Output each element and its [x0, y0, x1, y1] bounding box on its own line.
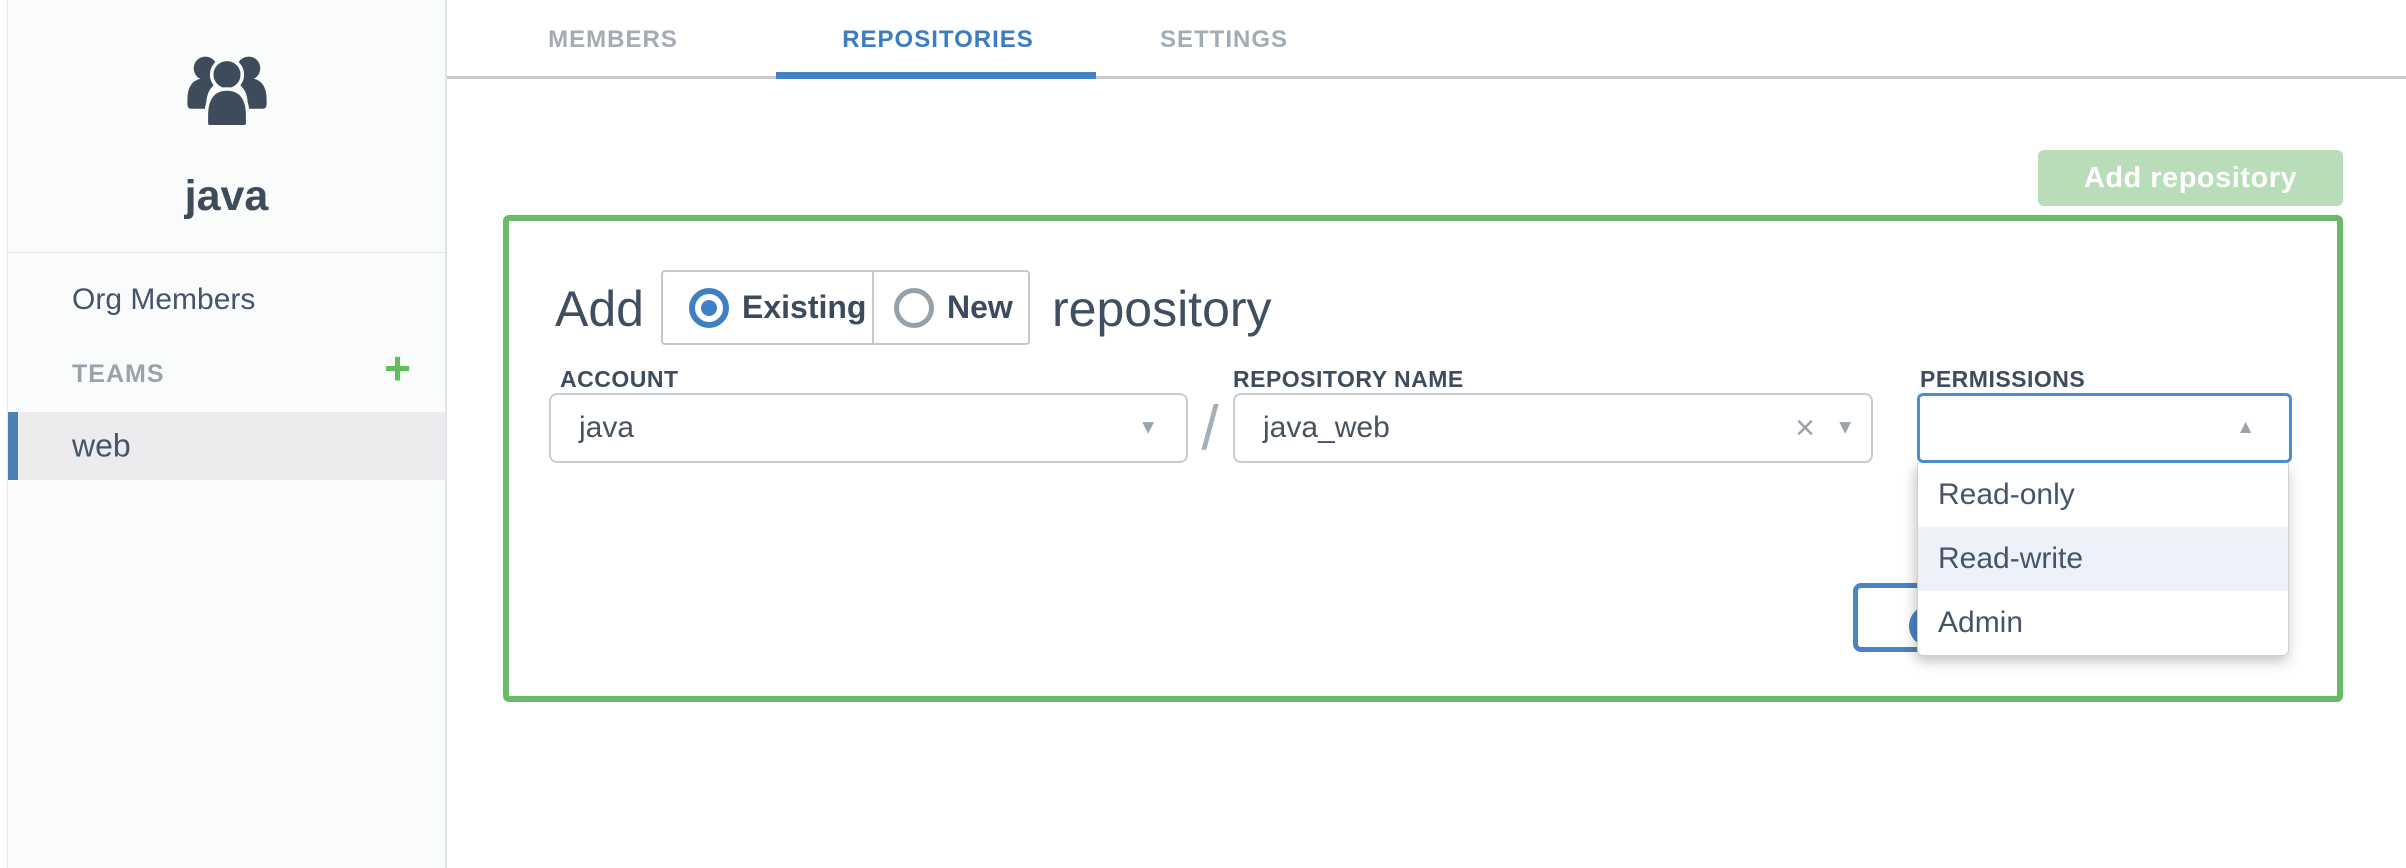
permissions-select[interactable]: ▲: [1917, 393, 2292, 463]
permissions-dropdown: Read-only Read-write Admin: [1917, 463, 2289, 656]
account-repo-separator: /: [1201, 393, 1219, 463]
sidebar-item-team-web[interactable]: web: [8, 412, 445, 480]
permissions-option-read-write[interactable]: Read-write: [1918, 527, 2288, 591]
mode-existing-label: Existing: [742, 289, 867, 325]
panel-heading-suffix: repository: [1052, 281, 1272, 337]
selected-indicator-bar: [8, 412, 18, 480]
clear-selection-icon[interactable]: ×: [1795, 409, 1815, 447]
permissions-field-label: PERMISSIONS: [1920, 366, 2086, 392]
team-row-label: web: [72, 427, 131, 464]
radio-new-unselected[interactable]: [894, 287, 934, 328]
chevron-up-icon[interactable]: ▲: [2236, 417, 2255, 438]
account-select[interactable]: java ▼: [549, 393, 1188, 463]
permissions-option-read-only[interactable]: Read-only: [1938, 478, 2075, 511]
team-name: java: [184, 172, 269, 220]
repository-name-select-value: java_web: [1263, 411, 1390, 444]
tab-settings[interactable]: SETTINGS: [1159, 26, 1289, 53]
tab-repositories[interactable]: REPOSITORIES: [842, 26, 1034, 53]
mode-option-existing[interactable]: Existing: [663, 272, 874, 343]
account-field-label: ACCOUNT: [560, 366, 679, 392]
add-team-plus-icon[interactable]: +: [384, 342, 411, 394]
mode-new-label: New: [947, 289, 1013, 325]
panel-heading-prefix: Add: [555, 281, 644, 337]
tab-bar-divider: [447, 76, 2406, 79]
account-select-value: java: [579, 411, 635, 444]
team-header: java: [8, 0, 445, 253]
chevron-down-icon[interactable]: ▼: [1138, 416, 1158, 439]
repository-mode-toggle: Existing New: [661, 270, 1030, 345]
repository-name-field-label: REPOSITORY NAME: [1233, 366, 1464, 392]
sidebar: java Org Members TEAMS + web: [7, 0, 447, 868]
tab-members[interactable]: MEMBERS: [548, 26, 678, 53]
radio-existing-selected[interactable]: [689, 287, 729, 328]
permissions-option-admin[interactable]: Admin: [1938, 606, 2024, 639]
active-tab-underline: [776, 72, 1096, 79]
sidebar-item-org-members[interactable]: Org Members: [72, 283, 256, 316]
tab-bar: MEMBERS REPOSITORIES SETTINGS: [447, 0, 2406, 79]
team-people-icon: [186, 56, 267, 129]
chevron-down-icon[interactable]: ▼: [1835, 416, 1855, 439]
teams-section-label: TEAMS: [72, 360, 165, 388]
mode-option-new[interactable]: New: [874, 272, 1028, 343]
repository-name-select[interactable]: java_web × ▼: [1233, 393, 1873, 463]
add-repository-button[interactable]: Add repository: [2038, 150, 2343, 206]
